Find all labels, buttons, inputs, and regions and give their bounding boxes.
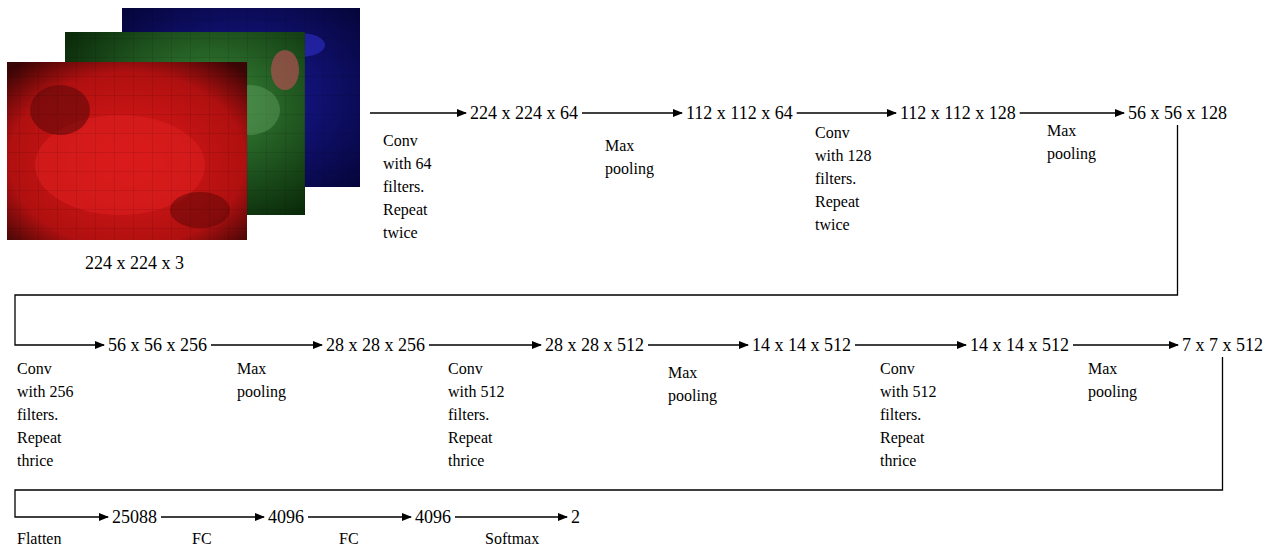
flow-arrow [797,112,896,113]
flow-arrow [15,357,1223,517]
flow-arrow [370,112,466,113]
flow-arrow [211,344,322,345]
operation-label-box: Conv with 512 filters. Repeat thrice [448,357,510,472]
operation-label-box: Max pooling [668,361,730,407]
operation-label: Max pooling [668,361,730,407]
operation-label-box: Conv with 128 filters. Repeat twice [815,121,877,236]
red-channel [7,62,247,240]
shape-label: 112 x 112 x 128 [900,102,1016,124]
shape-label: 56 x 56 x 128 [1128,102,1227,124]
operation-label-box: Max pooling [605,134,667,180]
operation-label: Conv with 64 filters. Repeat twice [383,129,445,244]
operation-label-box: Softmax [485,527,539,550]
operation-label-box: Conv with 64 filters. Repeat twice [383,129,445,244]
tensor-shape: 224 x 224 x 64 [466,101,582,125]
operation-label: Softmax [485,527,539,550]
operation-label: Flatten [17,527,61,550]
shape-label: 224 x 224 x 64 [470,102,578,124]
tensor-shape: 112 x 112 x 128 [896,101,1020,125]
flow-arrow [308,516,411,517]
tensor-shape: 56 x 56 x 128 [1124,101,1231,125]
shape-label: 28 x 28 x 512 [545,334,644,356]
operation-label-box: FC [339,527,359,550]
shape-label: 224 x 224 x 3 [85,252,366,274]
shape-label: 4096 [415,506,451,528]
flow-arrow [455,516,567,517]
tensor-shape: 4096 [411,505,455,529]
operation-label-box: Max pooling [237,357,299,403]
shape-label: 2 [571,506,580,528]
operation-label: FC [192,527,212,550]
flow-arrow [1020,112,1124,113]
flow-arrow [648,344,748,345]
operation-label: Conv with 256 filters. Repeat thrice [17,357,79,472]
operation-label-box: Max pooling [1047,119,1109,165]
tensor-shape: 14 x 14 x 512 [748,333,855,357]
operation-label-box: Conv with 512 filters. Repeat thrice [880,357,942,472]
tensor-shape: 28 x 28 x 256 [322,333,429,357]
tensor-shape: 112 x 112 x 64 [682,101,797,125]
operation-label-box: Max pooling [1088,357,1150,403]
operation-label-box: Flatten [17,527,61,550]
tensor-shape: 56 x 56 x 256 [104,333,211,357]
operation-label: Max pooling [237,357,299,403]
shape-label: 56 x 56 x 256 [108,334,207,356]
flow-arrow [855,344,966,345]
shape-label: 25088 [112,506,157,528]
operation-label: Max pooling [605,134,667,180]
tensor-shape: 14 x 14 x 512 [966,333,1073,357]
shape-label: 14 x 14 x 512 [752,334,851,356]
tensor-shape: 25088 [108,505,161,529]
operation-label-box: FC [192,527,212,550]
tensor-shape: 2 [567,505,584,529]
shape-label: 112 x 112 x 64 [686,102,793,124]
operation-label: Conv with 512 filters. Repeat thrice [448,357,510,472]
flow-arrow [582,112,682,113]
flow-arrow [15,125,1178,345]
operation-label: Conv with 128 filters. Repeat twice [815,121,877,236]
operation-label: Conv with 512 filters. Repeat thrice [880,357,942,472]
shape-label: 4096 [268,506,304,528]
flow-arrow [161,516,264,517]
shape-label: 14 x 14 x 512 [970,334,1069,356]
shape-label: 28 x 28 x 256 [326,334,425,356]
operation-label-box: Conv with 256 filters. Repeat thrice [17,357,79,472]
tensor-shape: 28 x 28 x 512 [541,333,648,357]
tensor-shape: 4096 [264,505,308,529]
image-input: 224 x 224 x 3 [7,8,370,275]
flow-arrow [429,344,541,345]
operation-label: Max pooling [1088,357,1150,403]
shape-label: 7 x 7 x 512 [1182,334,1263,356]
operation-label: Max pooling [1047,119,1109,165]
tensor-shape: 7 x 7 x 512 [1178,333,1267,357]
flow-arrow [1073,344,1178,345]
operation-label: FC [339,527,359,550]
